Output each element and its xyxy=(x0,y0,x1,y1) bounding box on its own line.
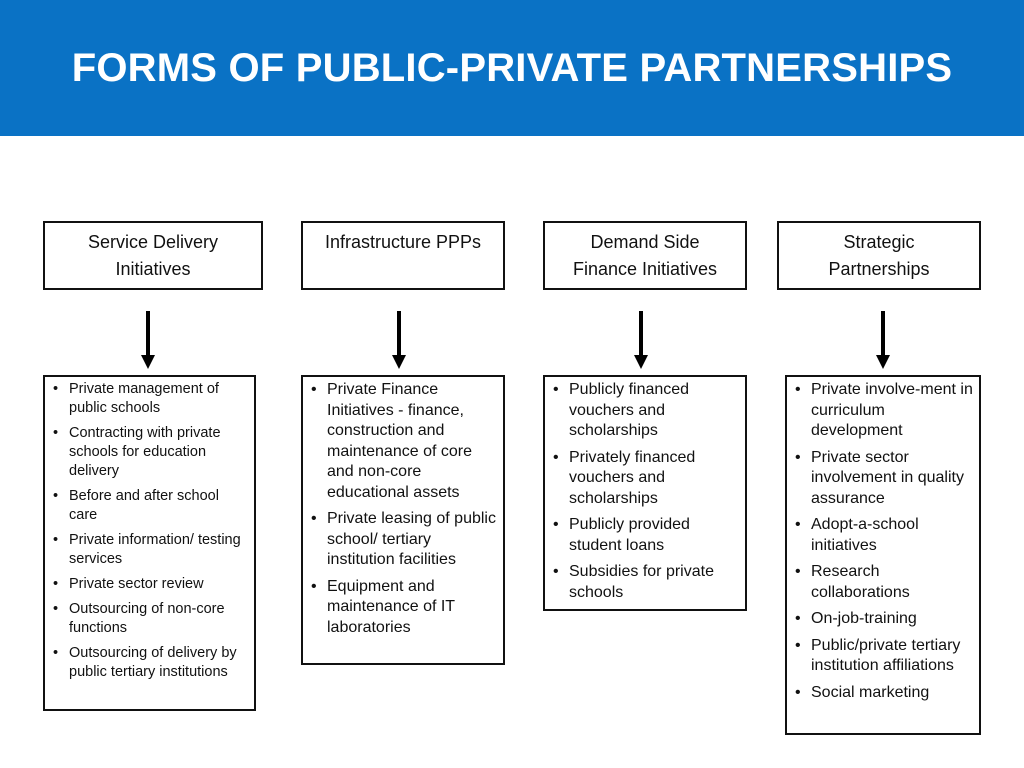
list-box-strategic: Private involve-ment in curriculum devel… xyxy=(785,375,981,735)
list-item: Research collaborations xyxy=(795,562,973,603)
category-heading-line: Partnerships xyxy=(828,259,930,279)
category-heading-line: Service Delivery xyxy=(87,232,219,252)
list-item: Private Finance Initiatives - finance, c… xyxy=(311,380,497,503)
list-item: Social marketing xyxy=(795,683,973,704)
title-banner: FORMS OF PUBLIC-PRIVATE PARTNERSHIPS xyxy=(0,0,1024,136)
list-item: Adopt-a-school initiatives xyxy=(795,515,973,556)
category-heading-line: Finance Initiatives xyxy=(572,259,718,279)
list-item: On-job-training xyxy=(795,609,973,630)
list-item: Outsourcing of delivery by public tertia… xyxy=(53,644,248,682)
list-item: Equipment and maintenance of IT laborato… xyxy=(311,577,497,639)
list-item: Private management of public schools xyxy=(53,380,248,418)
list-item: Subsidies for private schools xyxy=(553,562,739,603)
down-arrow xyxy=(392,311,406,369)
category-heading-line: Strategic xyxy=(843,232,915,252)
list-item: Contracting with private schools for edu… xyxy=(53,424,248,481)
list-box-service-delivery: Private management of public schools Con… xyxy=(43,375,256,711)
list-item: Private sector review xyxy=(53,575,248,594)
page-title: FORMS OF PUBLIC-PRIVATE PARTNERSHIPS xyxy=(71,45,953,90)
category-box-infrastructure: Infrastructure PPPs xyxy=(301,221,505,290)
down-arrow xyxy=(876,311,890,369)
category-heading-line: Infrastructure PPPs xyxy=(324,232,482,252)
category-heading-line: Initiatives xyxy=(115,259,191,279)
list-item: Publicly provided student loans xyxy=(553,515,739,556)
category-heading-line: Demand Side xyxy=(590,232,700,252)
category-box-strategic: Strategic Partnerships xyxy=(777,221,981,290)
category-box-service-delivery: Service Delivery Initiatives xyxy=(43,221,263,290)
down-arrow xyxy=(141,311,155,369)
list-item: Private sector involvement in quality as… xyxy=(795,448,973,510)
list-item: Private leasing of public school/ tertia… xyxy=(311,509,497,571)
category-box-demand-side: Demand Side Finance Initiatives xyxy=(543,221,747,290)
list-item: Privately financed vouchers and scholars… xyxy=(553,448,739,510)
list-item: Private information/ testing services xyxy=(53,531,248,569)
list-item: Public/private tertiary institution affi… xyxy=(795,636,973,677)
list-item: Before and after school care xyxy=(53,487,248,525)
list-box-demand-side: Publicly financed vouchers and scholarsh… xyxy=(543,375,747,611)
list-item: Private involve-ment in curriculum devel… xyxy=(795,380,973,442)
list-item: Publicly financed vouchers and scholarsh… xyxy=(553,380,739,442)
down-arrow xyxy=(634,311,648,369)
list-item: Outsourcing of non-core functions xyxy=(53,600,248,638)
list-box-infrastructure: Private Finance Initiatives - finance, c… xyxy=(301,375,505,665)
